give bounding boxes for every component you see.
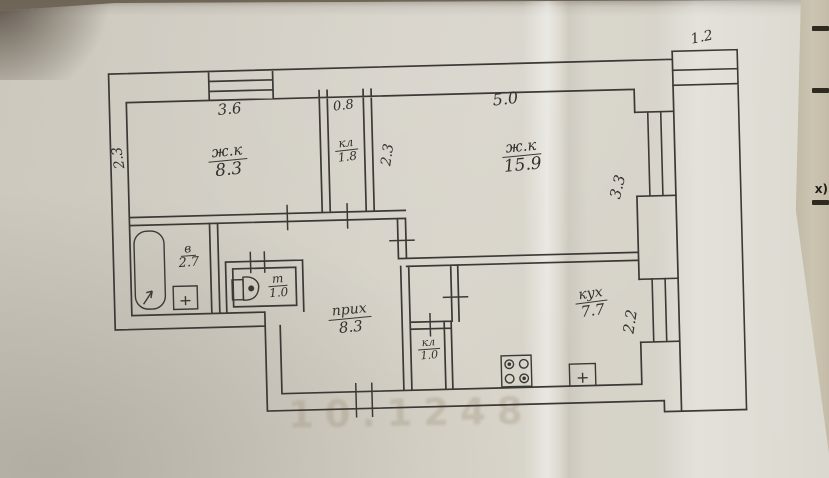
dim-nook: 2.3 (378, 142, 398, 168)
walls (107, 50, 748, 413)
bathtub-icon (133, 230, 167, 310)
room-area: 1.0 (420, 347, 439, 362)
room-label-kitchen: кух 7.7 (573, 284, 610, 322)
stove-burner-dot (522, 376, 526, 381)
door-ticks (249, 203, 469, 418)
room-label-closet-bottom: кл 1.0 (417, 335, 441, 363)
stove-burner (519, 373, 530, 384)
background-line-mark (812, 88, 829, 93)
background-line-mark (812, 26, 829, 31)
stove-icon (500, 354, 533, 388)
room-label-toilet: т 1.0 (267, 271, 289, 301)
room-area: 2.7 (177, 254, 200, 271)
bathtub-drain-arrow (143, 290, 153, 305)
washbasin-tap-cross (180, 296, 191, 306)
room-label-hallway: прих 8.3 (327, 300, 373, 338)
background-line-mark (812, 200, 829, 205)
fixtures (133, 230, 597, 388)
room-label-closet-top: кл 1.8 (333, 134, 360, 165)
room-label-living-small: ж.к 8.3 (206, 140, 249, 182)
stove-burner-dot (507, 362, 512, 367)
room-area: 1.8 (337, 148, 358, 165)
dim-left-side: 2.3 (109, 145, 129, 171)
room-area: 8.3 (214, 158, 244, 181)
dim-closet-top: 0.8 (332, 97, 355, 115)
dim-top-right: 5.0 (491, 87, 520, 110)
dim-top-left: 3.6 (216, 98, 243, 120)
room-area: 1.0 (268, 284, 289, 300)
dim-right-lower: 2.2 (619, 308, 641, 335)
room-label-living-large: ж.к 15.9 (500, 135, 543, 177)
washbasin-icon (172, 285, 199, 311)
stove-burner (504, 373, 515, 384)
toilet-bowl-icon (242, 276, 260, 301)
stove-burner (518, 358, 529, 369)
background-edge-text: x) (814, 182, 828, 196)
stove-burner (504, 359, 515, 370)
window-symbols (633, 48, 748, 411)
kitchen-sink-icon (568, 362, 597, 387)
balcony-window-symbol (633, 110, 677, 198)
balcony-outline (671, 48, 748, 411)
photo-corner-shadow (0, 0, 130, 80)
room-label-bathroom: в 2.7 (177, 241, 200, 272)
toilet-dot (248, 285, 255, 292)
kitchen-window-symbol (638, 277, 681, 344)
room-area: 15.9 (502, 153, 543, 177)
